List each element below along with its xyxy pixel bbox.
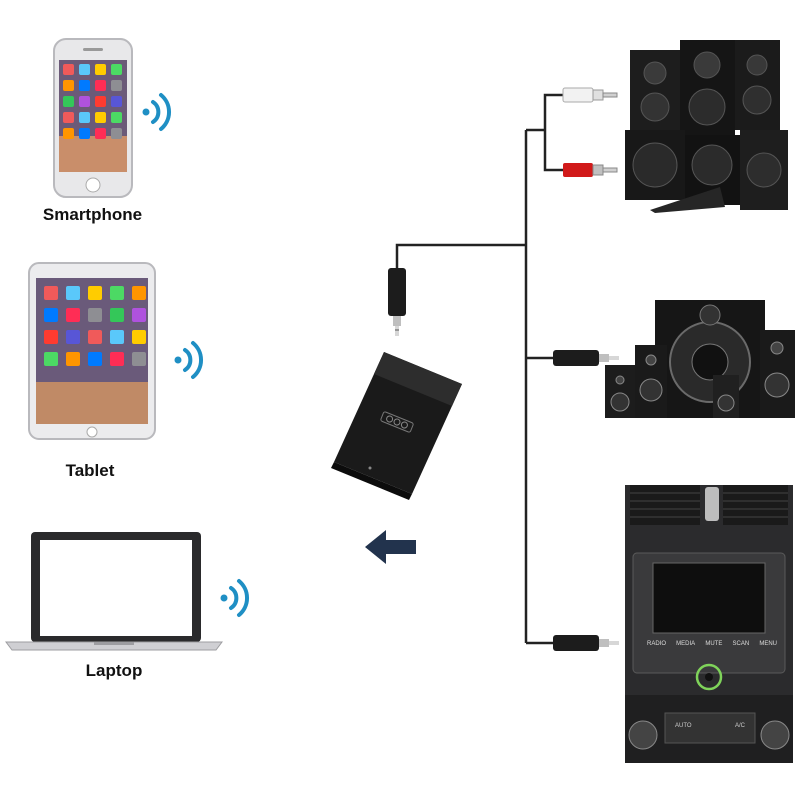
rca-plug-white: [562, 87, 618, 103]
wifi-signal-icon: [142, 93, 172, 131]
aux-plug-vertical: [388, 268, 406, 336]
tablet-image: [28, 262, 156, 440]
car-stereo-graphic: [625, 485, 793, 763]
stereo-button-scan[interactable]: SCAN: [732, 641, 750, 647]
bluetooth-receiver: [331, 352, 462, 500]
arrow-left-icon: [365, 530, 416, 564]
wifi-signal-icon: [220, 579, 250, 617]
laptop-label: Laptop: [85, 661, 143, 680]
laptop-group: Laptop: [4, 528, 264, 698]
tablet-group: Tablet: [20, 260, 220, 490]
stereo-button-mute[interactable]: MUTE: [705, 641, 723, 647]
stereo-button-auto[interactable]: AUTO: [675, 723, 692, 729]
tablet-label: Tablet: [65, 461, 115, 480]
wifi-signal-icon: [174, 341, 204, 379]
stereo-button-menu[interactable]: MENU: [759, 641, 777, 647]
aux-plug-horizontal-2: [553, 635, 619, 651]
rca-plug-red: [563, 163, 618, 177]
aux-plug-horizontal-1: [553, 350, 619, 366]
speaker-stack-large: [625, 40, 788, 213]
stereo-button-ac[interactable]: A/C: [734, 723, 745, 729]
laptop-image: [5, 532, 223, 651]
cable-to-rca: [526, 93, 565, 172]
smartphone-image: [53, 38, 133, 198]
stereo-button-row: RADIO MEDIA MUTE SCAN MENU: [647, 641, 777, 647]
speaker-system-hifi: [605, 300, 795, 418]
stereo-bottom-buttons: AUTO A/C: [675, 723, 745, 729]
receiver-logo: [380, 411, 414, 433]
stereo-button-media[interactable]: MEDIA: [676, 641, 696, 647]
car-stereo: RADIO MEDIA MUTE SCAN MENU AUTO A/C: [625, 485, 793, 763]
cable-to-receiver: [395, 243, 526, 270]
stereo-button-radio[interactable]: RADIO: [647, 641, 667, 647]
aux-input-highlight: [695, 663, 723, 691]
smartphone-label: Smartphone: [42, 205, 143, 224]
smartphone-group: Smartphone: [20, 30, 172, 230]
